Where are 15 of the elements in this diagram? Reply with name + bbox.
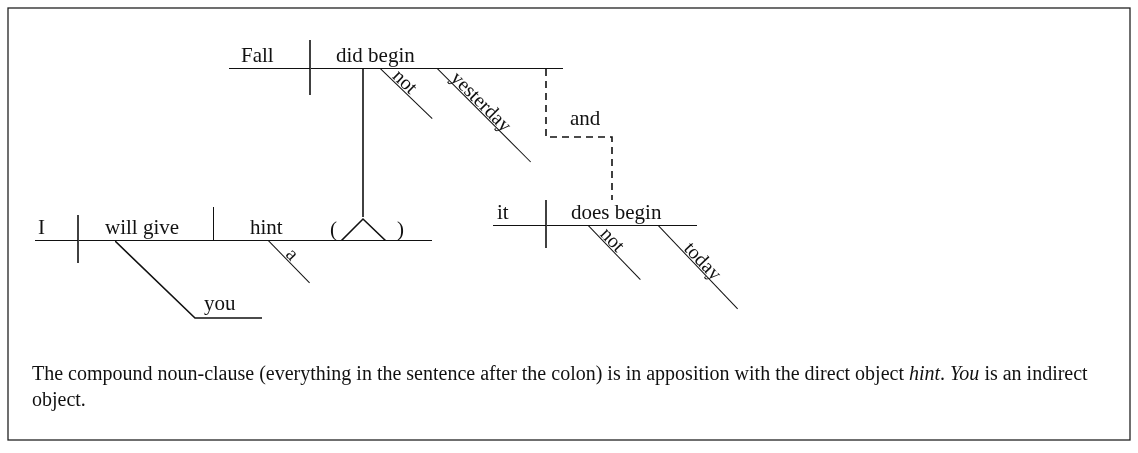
diagram-word: it bbox=[493, 200, 546, 226]
diagram-word: you bbox=[204, 291, 236, 315]
dashed-connector bbox=[545, 68, 613, 201]
diagram-word: I bbox=[35, 215, 78, 241]
diagram-word: hint bbox=[213, 207, 326, 241]
diagram-word: does begin bbox=[547, 200, 697, 226]
diagram-word: will give bbox=[79, 215, 213, 241]
diagram-word: did begin bbox=[311, 43, 563, 69]
pedestal-line bbox=[362, 68, 364, 218]
parenthesis: ( bbox=[330, 217, 337, 241]
apposition-stand bbox=[326, 217, 432, 241]
indirect-object-line bbox=[115, 241, 262, 320]
parenthesis: ) bbox=[397, 217, 404, 241]
caption: The compound noun-clause (everything in the sentence after the colon) is in apposition with the direct object hint. You is an indirect object. bbox=[32, 361, 1089, 412]
diagram-word: Fall bbox=[229, 43, 310, 69]
